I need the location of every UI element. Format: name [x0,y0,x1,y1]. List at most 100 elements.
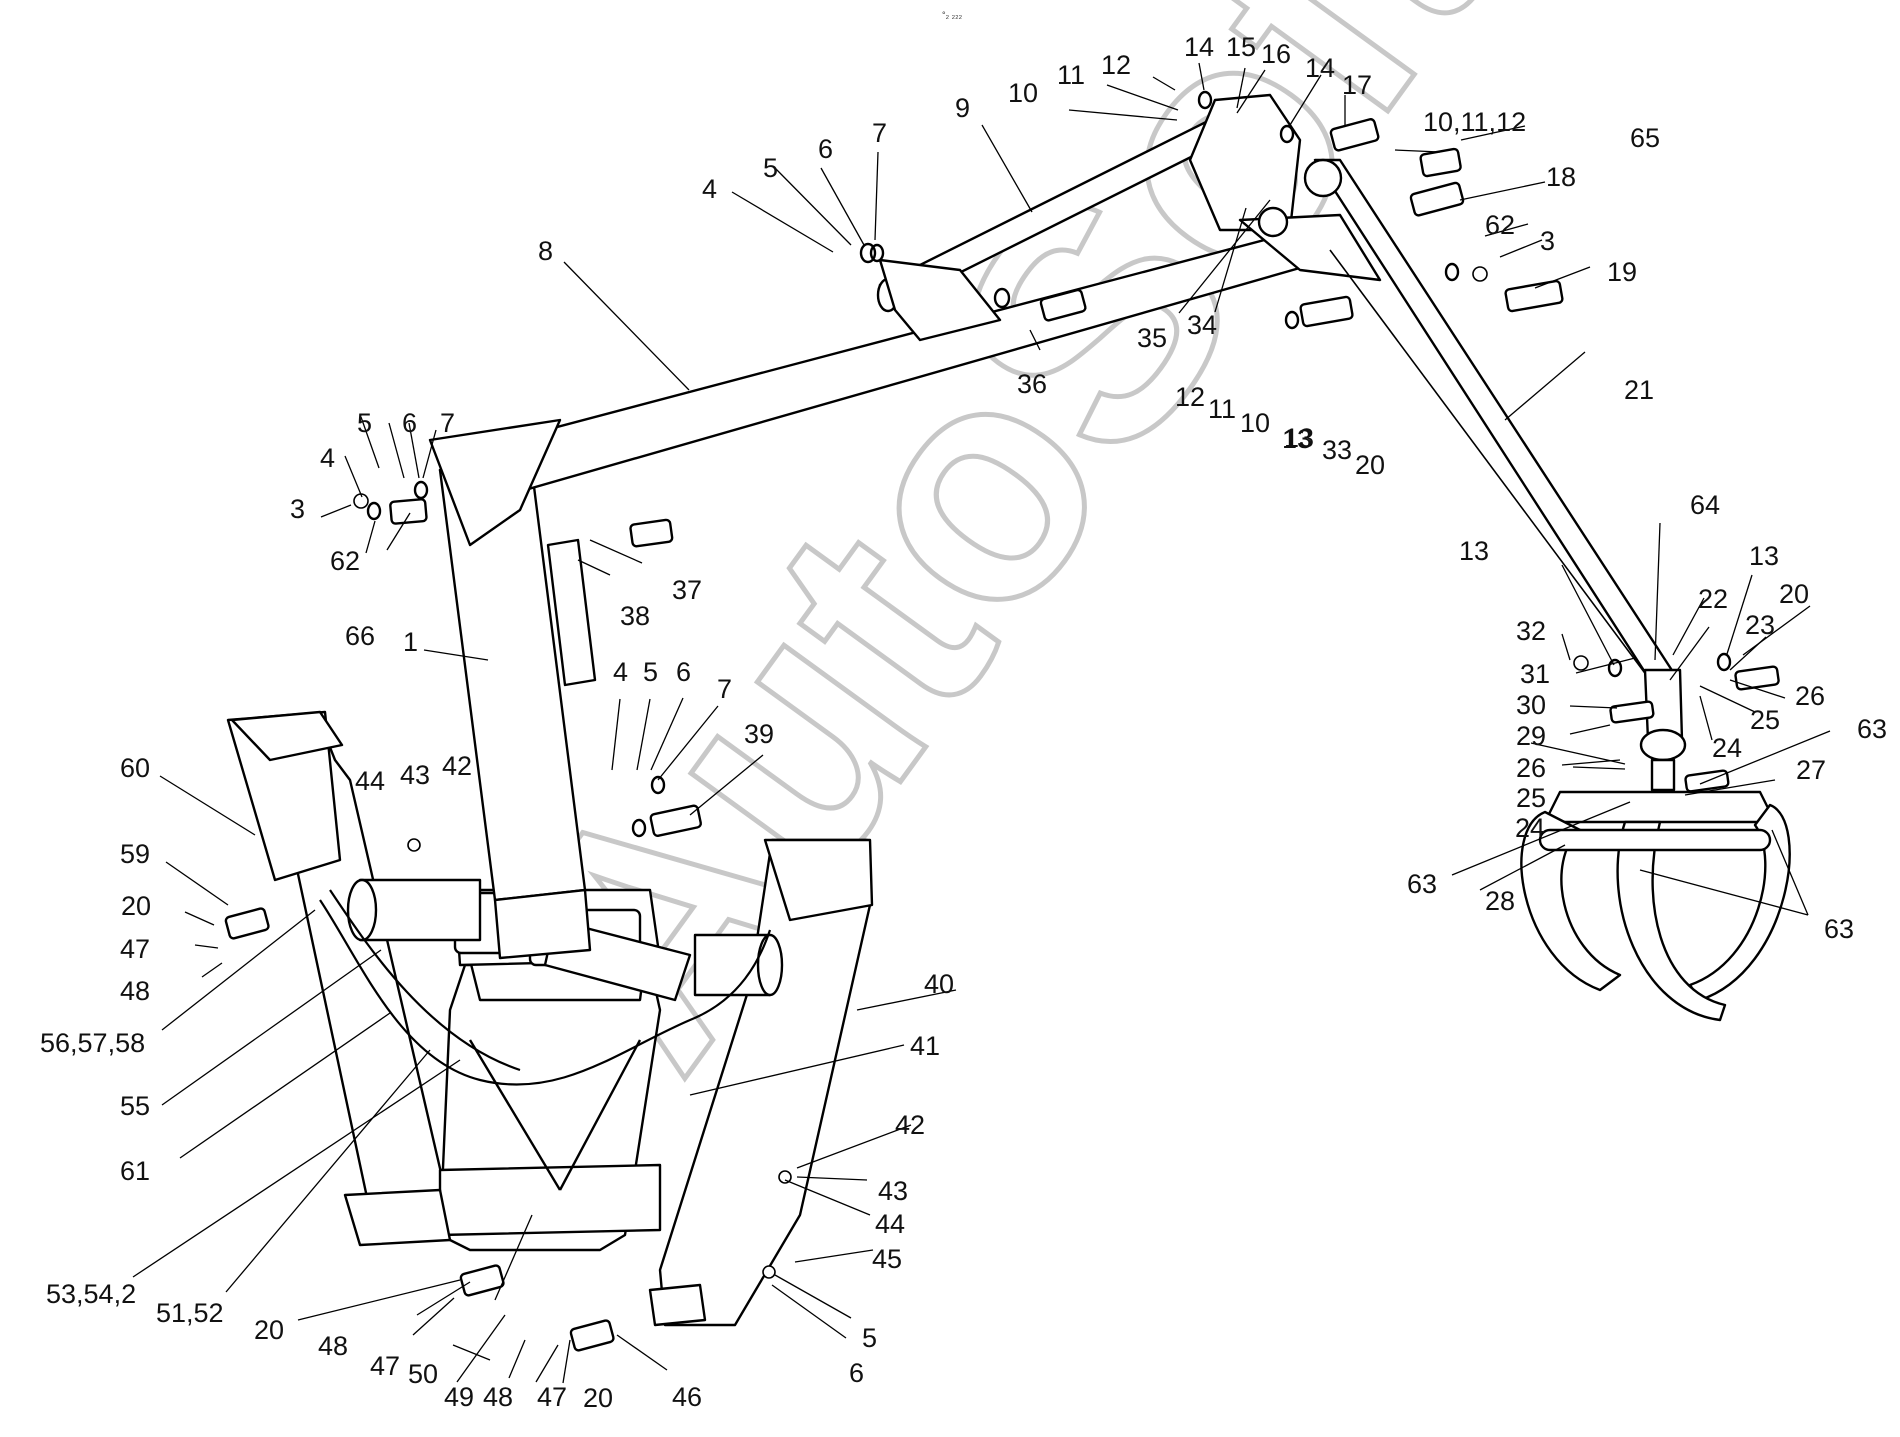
label-60: 60 [120,753,150,783]
label-8: 8 [538,236,553,266]
label-5c: 5 [643,657,658,687]
label-11a: 11 [1057,60,1085,90]
label-40: 40 [924,969,954,999]
label-27: 27 [1796,755,1826,785]
label-42b: 42 [895,1110,925,1140]
label-43b: 43 [878,1176,908,1206]
label-48a: 48 [120,976,150,1006]
label-1: 1 [403,627,418,657]
label-20b: 20 [1779,579,1809,609]
label-20c: 20 [121,891,151,921]
label-20a: 20 [1355,450,1385,480]
label-4c: 4 [613,657,628,687]
label-49: 49 [444,1382,474,1412]
label-18: 18 [1546,162,1576,192]
label-59: 59 [120,839,150,869]
label-12b: 12 [1175,382,1205,412]
label-6d: 6 [849,1358,864,1388]
label-63b: 63 [1407,869,1437,899]
label-10a: 10 [1008,78,1038,108]
boom [428,93,1677,960]
label-46: 46 [672,1382,702,1412]
label-65: 65 [1630,123,1660,153]
label-4b: 4 [320,443,335,473]
label-38: 38 [620,601,650,631]
label-63a: 63 [1857,714,1887,744]
label-36: 36 [1017,369,1047,399]
label-15: 15 [1226,32,1256,62]
header-mark: °₂ ₂₂₂ [942,10,963,20]
label-11b: 11 [1208,394,1236,424]
label-13d: 13 [1282,424,1312,454]
label-7a: 7 [872,118,887,148]
label-47a: 47 [120,934,150,964]
label-51-52: 51,52 [156,1298,224,1328]
label-13c: 13 [1749,541,1779,571]
label-31: 31 [1520,659,1550,689]
label-53-54-2: 53,54,2 [46,1279,136,1309]
label-33: 33 [1322,435,1352,465]
label-43a: 43 [400,760,430,790]
label-32: 32 [1516,616,1546,646]
label-45: 45 [872,1244,902,1274]
label-47c: 47 [537,1382,567,1412]
label-37: 37 [672,575,702,605]
label-39: 39 [744,719,774,749]
label-48c: 48 [483,1382,513,1412]
label-6a: 6 [818,134,833,164]
label-24a: 24 [1712,733,1742,763]
label-35: 35 [1137,323,1167,353]
label-6c: 6 [676,657,691,687]
label-63c: 63 [1824,914,1854,944]
label-5b: 5 [357,408,372,438]
label-14a: 14 [1184,32,1214,62]
label-29: 29 [1516,721,1546,751]
label-25a: 25 [1750,705,1780,735]
label-44a: 44 [355,766,385,796]
label-55: 55 [120,1091,150,1121]
label-56-57-58: 56,57,58 [40,1028,145,1058]
label-66: 66 [345,621,375,651]
label-26b: 26 [1516,753,1546,783]
label-22: 22 [1698,584,1728,614]
label-62a: 62 [1485,210,1515,240]
label-13a: 13 [1284,423,1314,453]
label-24b: 24 [1515,813,1545,843]
label-20e: 20 [583,1383,613,1413]
label-50: 50 [408,1359,438,1389]
label-61: 61 [120,1156,150,1186]
label-10b: 10 [1240,408,1270,438]
label-28: 28 [1485,886,1515,916]
label-64: 64 [1690,490,1720,520]
label-10-11-12: 10,11,12 [1423,107,1526,137]
leader-lines [132,62,1831,1384]
label-13b: 13 [1459,536,1489,566]
label-5a: 5 [763,153,778,183]
label-47b: 47 [370,1351,400,1381]
label-48b: 48 [318,1331,348,1361]
label-23: 23 [1745,610,1775,640]
small-parts [224,90,1780,1352]
label-30: 30 [1516,690,1546,720]
label-5d: 5 [862,1323,877,1353]
label-3a: 3 [290,494,305,524]
label-34: 34 [1187,310,1217,340]
label-7c: 7 [717,674,732,704]
label-42a: 42 [442,751,472,781]
label-7b: 7 [440,408,455,438]
label-16: 16 [1261,39,1291,69]
label-19: 19 [1607,257,1637,287]
label-9: 9 [955,93,970,123]
label-14b: 14 [1305,53,1335,83]
label-12a: 12 [1101,50,1131,80]
label-41: 41 [910,1031,940,1061]
label-44b: 44 [875,1209,905,1239]
label-20d: 20 [254,1315,284,1345]
label-4a: 4 [702,174,717,204]
part-labels: 1 53,54,2 3 3 4 4 4 5 5 5 5 6 6 6 6 7 7 … [40,32,1887,1413]
label-17: 17 [1342,70,1372,100]
label-62b: 62 [330,546,360,576]
label-6b: 6 [402,408,417,438]
label-26a: 26 [1795,681,1825,711]
